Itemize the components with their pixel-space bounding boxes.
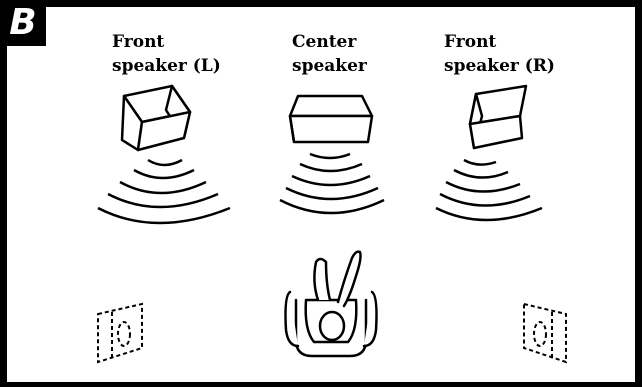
front-left-wave-icon [97, 158, 231, 225]
listener-icon [284, 250, 378, 358]
front-left-speaker-icon [120, 84, 192, 152]
center-speaker-label: Center speaker [292, 30, 367, 78]
panel-letter: B [0, 0, 46, 46]
front-right-speaker-label: Front speaker (R) [444, 30, 555, 78]
front-right-speaker-icon [468, 84, 528, 150]
front-right-label-line2: speaker (R) [444, 56, 555, 76]
front-right-label-line1: Front [444, 32, 497, 52]
center-label-line2: speaker [292, 56, 367, 76]
surround-left-speaker-icon [97, 302, 143, 364]
center-label-line1: Center [292, 32, 357, 52]
surround-right-speaker-icon [523, 302, 567, 364]
front-left-label-line1: Front [112, 32, 165, 52]
front-left-speaker-label: Front speaker (L) [112, 30, 221, 78]
center-speaker-icon [288, 94, 374, 144]
front-right-wave-icon [435, 158, 543, 222]
center-wave-icon [279, 152, 385, 215]
front-left-label-line2: speaker (L) [112, 56, 221, 76]
